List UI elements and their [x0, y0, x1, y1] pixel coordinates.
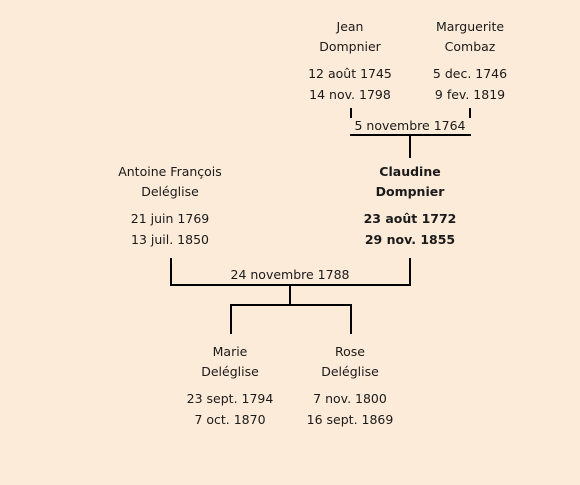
person-card: Rose Deléglise 7 nov. 1800 16 sept. 1869	[260, 342, 440, 430]
connector-line	[409, 258, 411, 286]
person-card: Jean Dompnier 12 août 1745 14 nov. 1798	[260, 17, 440, 105]
person-last-name: Deléglise	[321, 364, 379, 379]
person-card: Marguerite Combaz 5 dec. 1746 9 fev. 181…	[380, 17, 560, 105]
person-card-focus: Claudine Dompnier 23 août 1772 29 nov. 1…	[320, 162, 500, 250]
person-last-name: Dompnier	[375, 184, 445, 199]
person-birth-date: 12 août 1745	[308, 66, 392, 81]
person-death-date: 13 juil. 1850	[131, 232, 209, 247]
marriage-date: 24 novembre 1788	[210, 267, 370, 283]
person-death-date: 7 oct. 1870	[194, 412, 266, 427]
connector-line	[230, 304, 352, 306]
person-first-name: Marguerite	[435, 19, 505, 34]
connector-line	[289, 284, 291, 306]
person-birth-date: 23 sept. 1794	[186, 391, 274, 406]
connector-line	[350, 304, 352, 334]
marriage-date: 5 novembre 1764	[330, 118, 490, 134]
person-death-date: 16 sept. 1869	[306, 412, 394, 427]
person-birth-date: 5 dec. 1746	[432, 66, 508, 81]
connector-line	[409, 134, 411, 158]
connector-line	[170, 258, 172, 286]
person-birth-date: 23 août 1772	[363, 211, 457, 226]
person-birth-date: 21 juin 1769	[130, 211, 210, 226]
person-first-name: Rose	[335, 344, 365, 359]
connector-line	[230, 304, 232, 334]
person-death-date: 29 nov. 1855	[364, 232, 456, 247]
person-death-date: 9 fev. 1819	[434, 87, 506, 102]
person-first-name: Jean	[336, 19, 364, 34]
person-card: Marie Deléglise 23 sept. 1794 7 oct. 187…	[140, 342, 320, 430]
person-birth-date: 7 nov. 1800	[313, 391, 387, 406]
person-first-name: Claudine	[379, 164, 441, 179]
person-death-date: 14 nov. 1798	[309, 87, 391, 102]
person-last-name: Deléglise	[201, 364, 259, 379]
person-last-name: Deléglise	[141, 184, 199, 199]
person-card: Antoine François Deléglise 21 juin 1769 …	[80, 162, 260, 250]
person-last-name: Combaz	[444, 39, 496, 54]
person-first-name: Antoine François	[118, 164, 222, 179]
person-last-name: Dompnier	[319, 39, 381, 54]
person-first-name: Marie	[212, 344, 248, 359]
